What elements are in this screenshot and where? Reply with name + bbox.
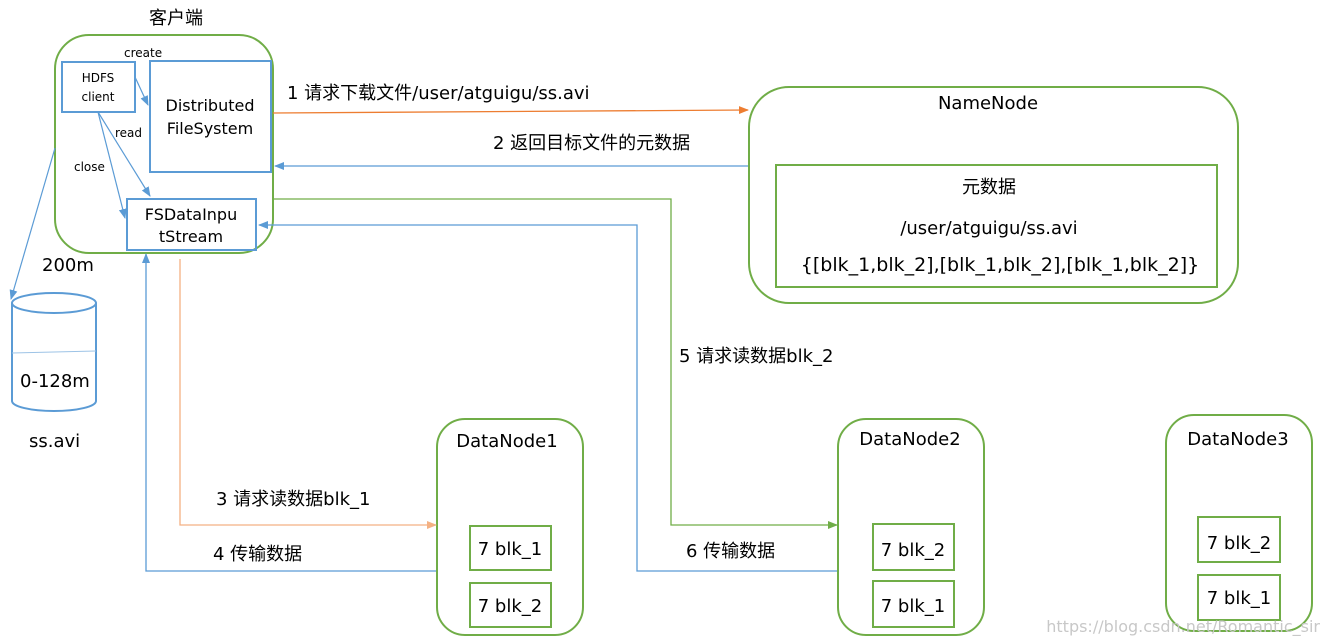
read-arrow [97,111,151,197]
fs-data-input-stream-line2: tStream [159,227,223,246]
datanode1-block-1-label: 7 blk_1 [478,539,542,560]
step3-arrow [179,259,437,529]
distributed-filesystem-box [149,60,272,173]
client-container [54,34,274,254]
namenode-title: NameNode [938,93,1038,114]
client-title: 客户端 [149,8,203,29]
step4-arrow [142,253,436,572]
fs-data-input-stream-box [126,198,257,251]
datanode3-block-2-label: 7 blk_1 [1207,588,1271,609]
datanode1-block-2-label: 7 blk_2 [478,596,542,617]
close-arrow [97,111,127,219]
datanode3-container [1165,414,1313,632]
metadata-box [775,164,1218,288]
distributed-filesystem-line2: FileSystem [167,119,253,138]
step3-label: 3 请求读数据blk_1 [216,489,370,510]
disk-range-label: 0-128m [20,371,90,392]
datanode2-container [837,418,985,636]
hdfs-client-box [61,61,136,113]
datanode3-block-1-label: 7 blk_2 [1207,533,1271,554]
datanode1-container [436,418,584,636]
step6-label: 6 传输数据 [686,541,775,562]
step2-label: 2 返回目标文件的元数据 [493,133,690,154]
disk-cylinder [11,292,97,412]
datanode2-block-1-label: 7 blk_2 [881,540,945,561]
step6-arrow [258,221,837,572]
hdfs-client-label-line2: client [82,90,115,104]
datanode3-block-2 [1197,574,1281,621]
step1-label: 1 请求下载文件/user/atguigu/ss.avi [287,83,590,104]
disk-size-label: 200m [42,255,94,276]
datanode3-title: DataNode3 [1187,429,1288,450]
fs-data-input-stream-line1: FSDataInpu [145,205,237,224]
datanode1-block-2 [469,582,552,628]
step5-arrow [273,198,838,529]
step5-label: 5 请求读数据blk_2 [679,346,833,367]
read-label: read [115,126,142,140]
watermark: https://blog.csdn.net/Romantic_sir [1046,617,1320,637]
datanode1-title: DataNode1 [456,431,557,452]
namenode-container [748,86,1239,304]
create-arrow [134,76,149,106]
write-to-disk-arrow [9,147,56,300]
metadata-path: /user/atguigu/ss.avi [900,218,1077,239]
create-label: create [124,46,162,60]
step4-label: 4 传输数据 [213,544,302,565]
datanode2-title: DataNode2 [859,429,960,450]
metadata-blocks: {[blk_1,blk_2],[blk_1,blk_2],[blk_1,blk_… [801,254,1199,276]
close-label: close [74,160,105,174]
datanode2-block-2-label: 7 blk_1 [881,596,945,617]
datanode2-block-1 [872,523,955,571]
hdfs-client-label-line1: HDFS [82,71,115,85]
metadata-title: 元数据 [962,177,1016,198]
step1-arrow [272,106,749,115]
datanode2-block-2 [872,580,955,628]
datanode3-block-1 [1197,516,1281,563]
datanode1-block-1 [469,525,552,571]
disk-file-label: ss.avi [29,431,80,452]
distributed-filesystem-line1: Distributed [166,96,255,115]
